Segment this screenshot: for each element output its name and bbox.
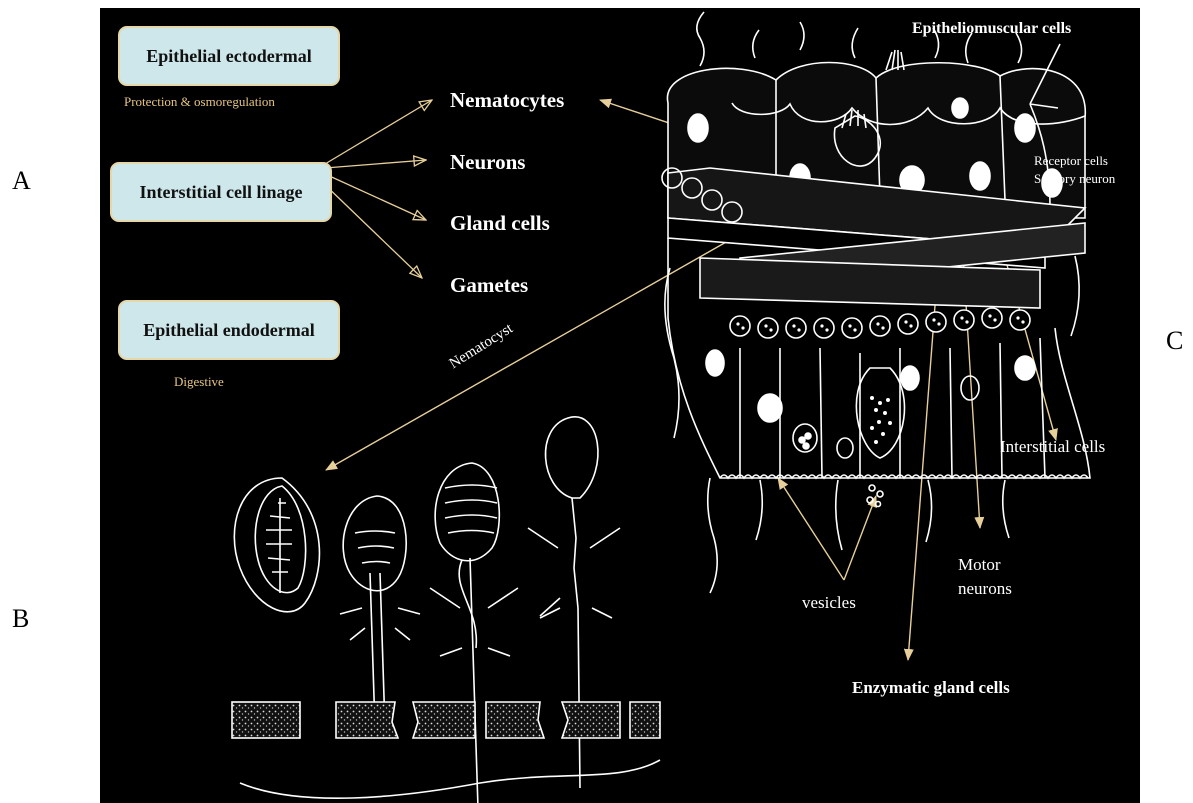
label-vesicles: vesicles <box>802 592 856 614</box>
label-neurons-motor: neurons <box>958 578 1012 600</box>
nematocyst-illustration <box>232 417 660 803</box>
note-protection-osmoregulation: Protection & osmoregulation <box>124 94 275 110</box>
tissue-illustration <box>662 12 1090 593</box>
label-nematocytes: Nematocytes <box>450 88 564 113</box>
label-a: A <box>12 166 31 196</box>
label-gland-cells: Gland cells <box>450 211 550 236</box>
box-interstitial-cell-linage: Interstitial cell linage <box>110 162 332 222</box>
label-c: C <box>1166 326 1183 356</box>
label-interstitial-cells: Interstitial cells <box>1000 436 1105 458</box>
box-epithelial-endodermal: Epithelial endodermal <box>118 300 340 360</box>
figure-panel: Epithelial ectodermal Protection & osmor… <box>100 8 1140 803</box>
lineage-arrows <box>320 100 432 278</box>
box-epithelial-ectodermal: Epithelial ectodermal <box>118 26 340 86</box>
label-motor: Motor <box>958 554 1001 576</box>
label-gametes: Gametes <box>450 273 528 298</box>
label-b: B <box>12 604 29 634</box>
label-receptor-cells: Receptor cells <box>1034 152 1108 169</box>
label-neurons: Neurons <box>450 150 525 175</box>
label-epitheliomuscular-cells: Epitheliomuscular cells <box>912 20 1071 38</box>
note-digestive: Digestive <box>174 374 224 390</box>
label-sensory-neuron: Sensory neuron <box>1034 170 1115 187</box>
label-enzymatic-gland-cells: Enzymatic gland cells <box>852 678 1010 698</box>
